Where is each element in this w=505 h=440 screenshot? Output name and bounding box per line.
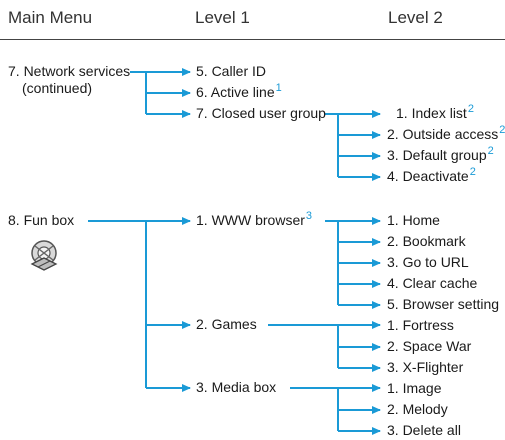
header-level2: Level 2 — [388, 8, 443, 27]
level1-active-line: 6. Active line1 — [196, 82, 282, 100]
level2-melody: 2. Melody — [387, 401, 448, 417]
header-main-menu: Main Menu — [8, 8, 93, 27]
footnote-marker: 2 — [499, 124, 505, 137]
footnote-marker: 2 — [487, 145, 494, 158]
main-item-network-services: 7. Network services — [8, 63, 131, 79]
level2-bookmark: 2. Bookmark — [387, 233, 466, 249]
level1-games: 2. Games — [196, 316, 257, 332]
level2-fortress: 1. Fortress — [387, 317, 454, 333]
main-item-fun-box: 8. Fun box — [8, 212, 75, 228]
level1-closed-user-group: 7. Closed user group — [196, 105, 326, 121]
level2-go-to-url: 3. Go to URL — [387, 254, 469, 270]
footnote-marker: 2 — [467, 103, 474, 116]
level2-x-flighter: 3. X-Flighter — [387, 359, 464, 375]
footnote-marker: 2 — [469, 166, 476, 179]
footnote-marker: 3 — [305, 210, 313, 223]
level2-index-list: 1. Index list2 — [396, 103, 474, 121]
footnote-marker: 1 — [275, 82, 282, 95]
level2-browser-setting: 5. Browser setting — [387, 296, 500, 312]
level2-space-war: 2. Space War — [387, 338, 472, 354]
header-divider — [0, 39, 505, 40]
level2-clear-cache: 4. Clear cache — [387, 275, 478, 291]
level1-www-browser: 1. WWW browser3 — [196, 210, 313, 228]
level2-default-group: 3. Default group2 — [387, 145, 494, 163]
main-item-network-services-continued: (continued) — [22, 80, 93, 96]
level2-outside-access: 2. Outside access2 — [387, 124, 505, 142]
level2-delete-all: 3. Delete all — [387, 422, 461, 438]
header-level1: Level 1 — [195, 8, 250, 27]
fun-box-icon — [30, 240, 58, 271]
level2-deactivate: 4. Deactivate2 — [387, 166, 476, 184]
level2-home: 1. Home — [387, 212, 440, 228]
level1-caller-id: 5. Caller ID — [196, 63, 267, 79]
level2-image: 1. Image — [387, 380, 442, 396]
level1-media-box: 3. Media box — [196, 379, 277, 395]
